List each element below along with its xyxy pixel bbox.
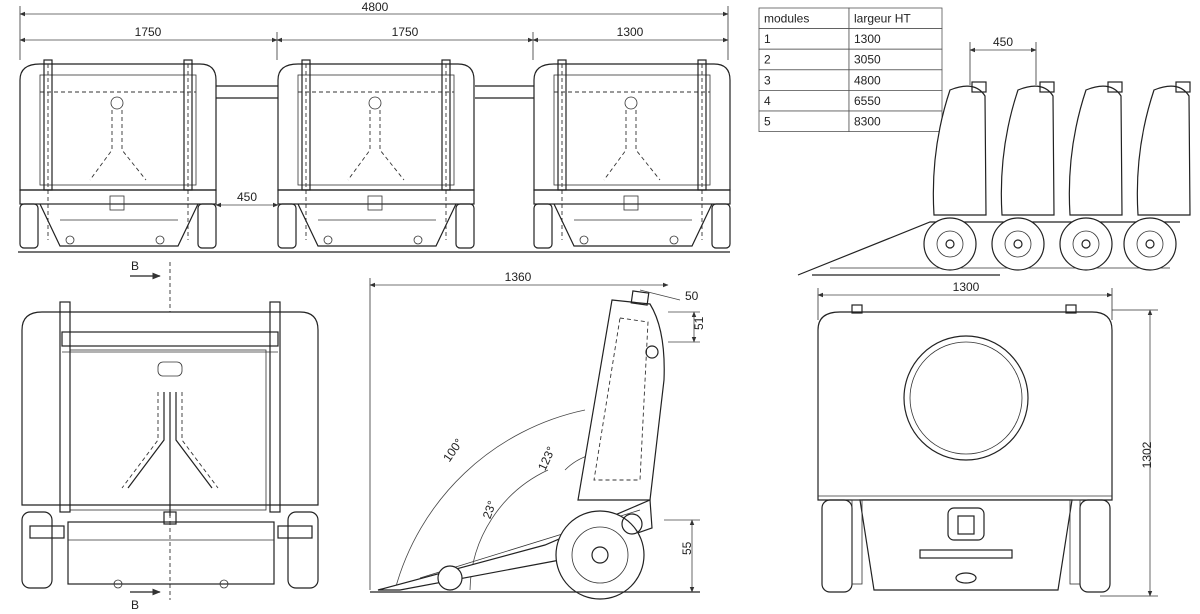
table-cell-text: 8300 (854, 115, 881, 129)
angle-100: 100° (440, 436, 466, 465)
table-cell (758, 28, 850, 50)
dim-rear-height: 1302 (1100, 309, 1158, 597)
front-module-3 (533, 59, 731, 249)
dim-gap-front: 450 (215, 190, 279, 208)
dim-rear-height-label: 1302 (1140, 441, 1154, 468)
table-cell-text: 1300 (854, 32, 881, 46)
angle-100-label: 100° (440, 436, 466, 465)
table-cell-text: 4 (764, 94, 771, 108)
dim-rear-width: 1300 (817, 280, 1113, 320)
dim-module-1-label: 1750 (135, 25, 162, 39)
table-cell-text: 2 (764, 53, 771, 67)
table-cell-text: 1 (764, 32, 771, 46)
dim-module-2-label: 1750 (392, 25, 419, 39)
section-mark-top-label: B (131, 259, 139, 273)
table-header-text: largeur HT (854, 12, 911, 26)
side-tipping-view: 1360 100° 123° 23° 50 (369, 270, 706, 600)
dim-side-width: 1360 (369, 270, 669, 590)
dim-51-label: 51 (692, 316, 706, 330)
table-cell-text: 3050 (854, 53, 881, 67)
dim-total-width: 4800 (19, 0, 729, 60)
dim-gap-side-label: 450 (993, 35, 1013, 49)
front-module-2 (277, 59, 475, 249)
dim-50: 50 (639, 289, 699, 303)
dim-module-3-label: 1300 (617, 25, 644, 39)
table-cell (758, 110, 850, 133)
table-cell (758, 69, 850, 91)
side-bin-4 (1123, 81, 1191, 271)
angle-23-label: 23° (480, 499, 499, 521)
dim-55-label: 55 (680, 541, 694, 555)
dim-gap-side: 450 (969, 35, 1037, 85)
dim-50-label: 50 (685, 289, 699, 303)
angle-23: 23° (480, 499, 499, 521)
side-view-row: 450 (797, 35, 1191, 276)
front-section-view: B B (21, 259, 319, 612)
angle-123-label: 123° (535, 444, 558, 473)
rear-view: 1300 1302 (817, 280, 1158, 597)
dim-55: 55 (664, 519, 700, 593)
table-cell (758, 48, 850, 71)
side-bin-3 (1059, 81, 1123, 271)
section-mark-bottom-label: B (131, 598, 139, 612)
table-cell-text: 4800 (854, 73, 881, 87)
dim-total-width-label: 4800 (362, 0, 389, 14)
front-view-modules: 4800 1750 1750 1300 (18, 0, 731, 253)
side-bin-1 (923, 81, 987, 271)
angle-123: 123° (535, 444, 558, 473)
table-cell-text: 6550 (854, 94, 881, 108)
dim-side-width-label: 1360 (505, 270, 532, 284)
side-bin-2 (991, 81, 1055, 271)
dim-rear-width-label: 1300 (953, 280, 980, 294)
table-header-text: modules (764, 12, 809, 26)
table-cell (758, 90, 850, 112)
dim-51: 51 (668, 311, 706, 343)
dim-gap-front-label: 450 (237, 190, 257, 204)
dim-module-widths: 1750 1750 1300 (19, 25, 729, 60)
front-module-1 (19, 59, 217, 249)
table-cell-text: 3 (764, 73, 771, 87)
section-mark-bottom: B (130, 588, 161, 612)
section-mark-top: B (130, 259, 161, 280)
modules-table: modules largeur HT 1 1300 2 3050 3 4800 4 6550 5 83… (758, 7, 943, 133)
table-cell-text: 5 (764, 115, 771, 129)
